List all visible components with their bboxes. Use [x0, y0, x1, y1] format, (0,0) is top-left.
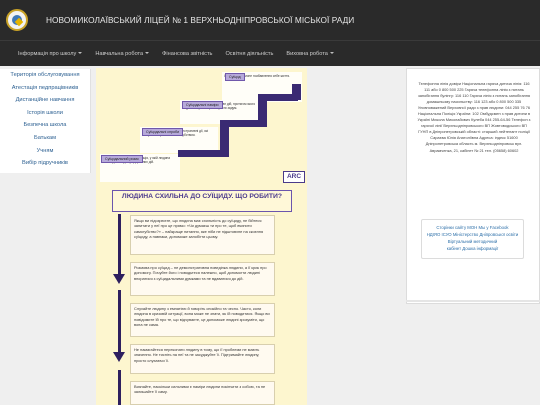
- link-mon-facebook[interactable]: Сторінки сайту МОН Мы у Facebook: [436, 225, 509, 230]
- main-nav: Інформація про школу Навчальна робота Фі…: [0, 40, 540, 66]
- nav-item-upbringing[interactable]: Виховна робота: [286, 50, 334, 57]
- sidebar-item-parents[interactable]: Батькам: [33, 134, 57, 141]
- sidebar-menu: Територія обслуговування Атестація педпр…: [0, 69, 91, 173]
- hotline-info: Телефонна лінія довіри Національна гаряч…: [417, 81, 531, 153]
- sidebar-item-territory[interactable]: Територія обслуговування: [10, 72, 80, 78]
- nav-label: Освітня діяльність: [225, 50, 274, 57]
- panel-divider: [406, 300, 540, 302]
- arrow-line: [118, 290, 121, 352]
- poster-heading: ЛЮДИНА СХИЛЬНА ДО СУЇЦИДУ. ЩО РОБИТИ?: [112, 190, 292, 212]
- nav-item-finance[interactable]: Фінансова звітність: [162, 51, 212, 57]
- nav-label: Навчальна робота: [95, 50, 144, 57]
- link-education-resources[interactable]: НДІЯО ІСУО Міністерство Дніпровської осв…: [426, 231, 519, 244]
- poster-tag: Суїцид: [225, 73, 245, 82]
- poster-tag: Суїцидальні спроби: [142, 128, 184, 137]
- nav-item-school-info[interactable]: Інформація про школу: [18, 50, 83, 57]
- stair-arrow-segment: [258, 94, 267, 127]
- poster-tag: Суїцидальні наміри: [182, 101, 223, 110]
- poster-step: Не намагайтеся переконати людину в тому,…: [130, 344, 275, 374]
- school-logo-icon[interactable]: [6, 9, 28, 31]
- stair-arrow-segment: [220, 120, 262, 127]
- poster-step: Якщо ви підозрюєте, що людина має схильн…: [130, 215, 275, 255]
- sidebar-item-students[interactable]: Учням: [36, 147, 54, 154]
- poster-step: Слухайте людину з емпатією й говоріть сп…: [130, 303, 275, 337]
- stair-arrow-segment: [292, 84, 301, 100]
- hotline-panel: Телефонна лінія довіри Національна гаряч…: [406, 68, 540, 304]
- chevron-down-icon: [78, 52, 83, 55]
- sidebar-item-safe-school[interactable]: Безпечна школа: [23, 122, 67, 129]
- chevron-down-icon: [329, 52, 334, 55]
- stair-arrow-segment: [178, 150, 226, 157]
- arrow-line: [118, 214, 121, 274]
- nav-label: Виховна робота: [286, 50, 328, 57]
- nav-item-activity[interactable]: Освітня діяльність: [225, 51, 273, 57]
- nav-label: Інформація про школу: [18, 50, 77, 57]
- poster-step: Визнайте, наскільки сильними є наміри лю…: [130, 381, 275, 405]
- poster-step: Розмова про суїцид – не демонстративна п…: [130, 262, 275, 296]
- sidebar-item-attestation[interactable]: Атестація педпрацівників: [11, 84, 79, 91]
- site-header: НОВОМИКОЛАЇВСЬКИЙ ЛІЦЕЙ № 1 ВЕРХНЬОДНІПР…: [0, 0, 540, 40]
- arc-logo: ARC: [283, 171, 305, 183]
- site-title[interactable]: НОВОМИКОЛАЇВСЬКИЙ ЛІЦЕЙ № 1 ВЕРХНЬОДНІПР…: [46, 15, 355, 25]
- nav-item-education[interactable]: Навчальна робота: [95, 50, 150, 57]
- sidebar-item-history[interactable]: Історія школи: [27, 109, 63, 116]
- useful-links: Сторінки сайту МОН Мы у Facebook НДІЯО І…: [421, 219, 524, 259]
- arrow-down-icon: [113, 352, 125, 362]
- arrow-line: [118, 370, 121, 405]
- arrow-down-icon: [113, 274, 125, 284]
- sidebar-item-textbooks[interactable]: Вибір підручників: [22, 160, 68, 167]
- chevron-down-icon: [145, 52, 150, 55]
- nav-label: Фінансова звітність: [162, 50, 213, 57]
- stair-arrow-segment: [258, 94, 298, 101]
- link-info-board[interactable]: кабінет Дошка інформації: [446, 245, 499, 251]
- sidebar-item-distance[interactable]: Дистанційне навчання: [15, 97, 75, 104]
- poster-tag: Суїцидальний ризик: [101, 155, 143, 164]
- stair-arrow-segment: [220, 120, 229, 157]
